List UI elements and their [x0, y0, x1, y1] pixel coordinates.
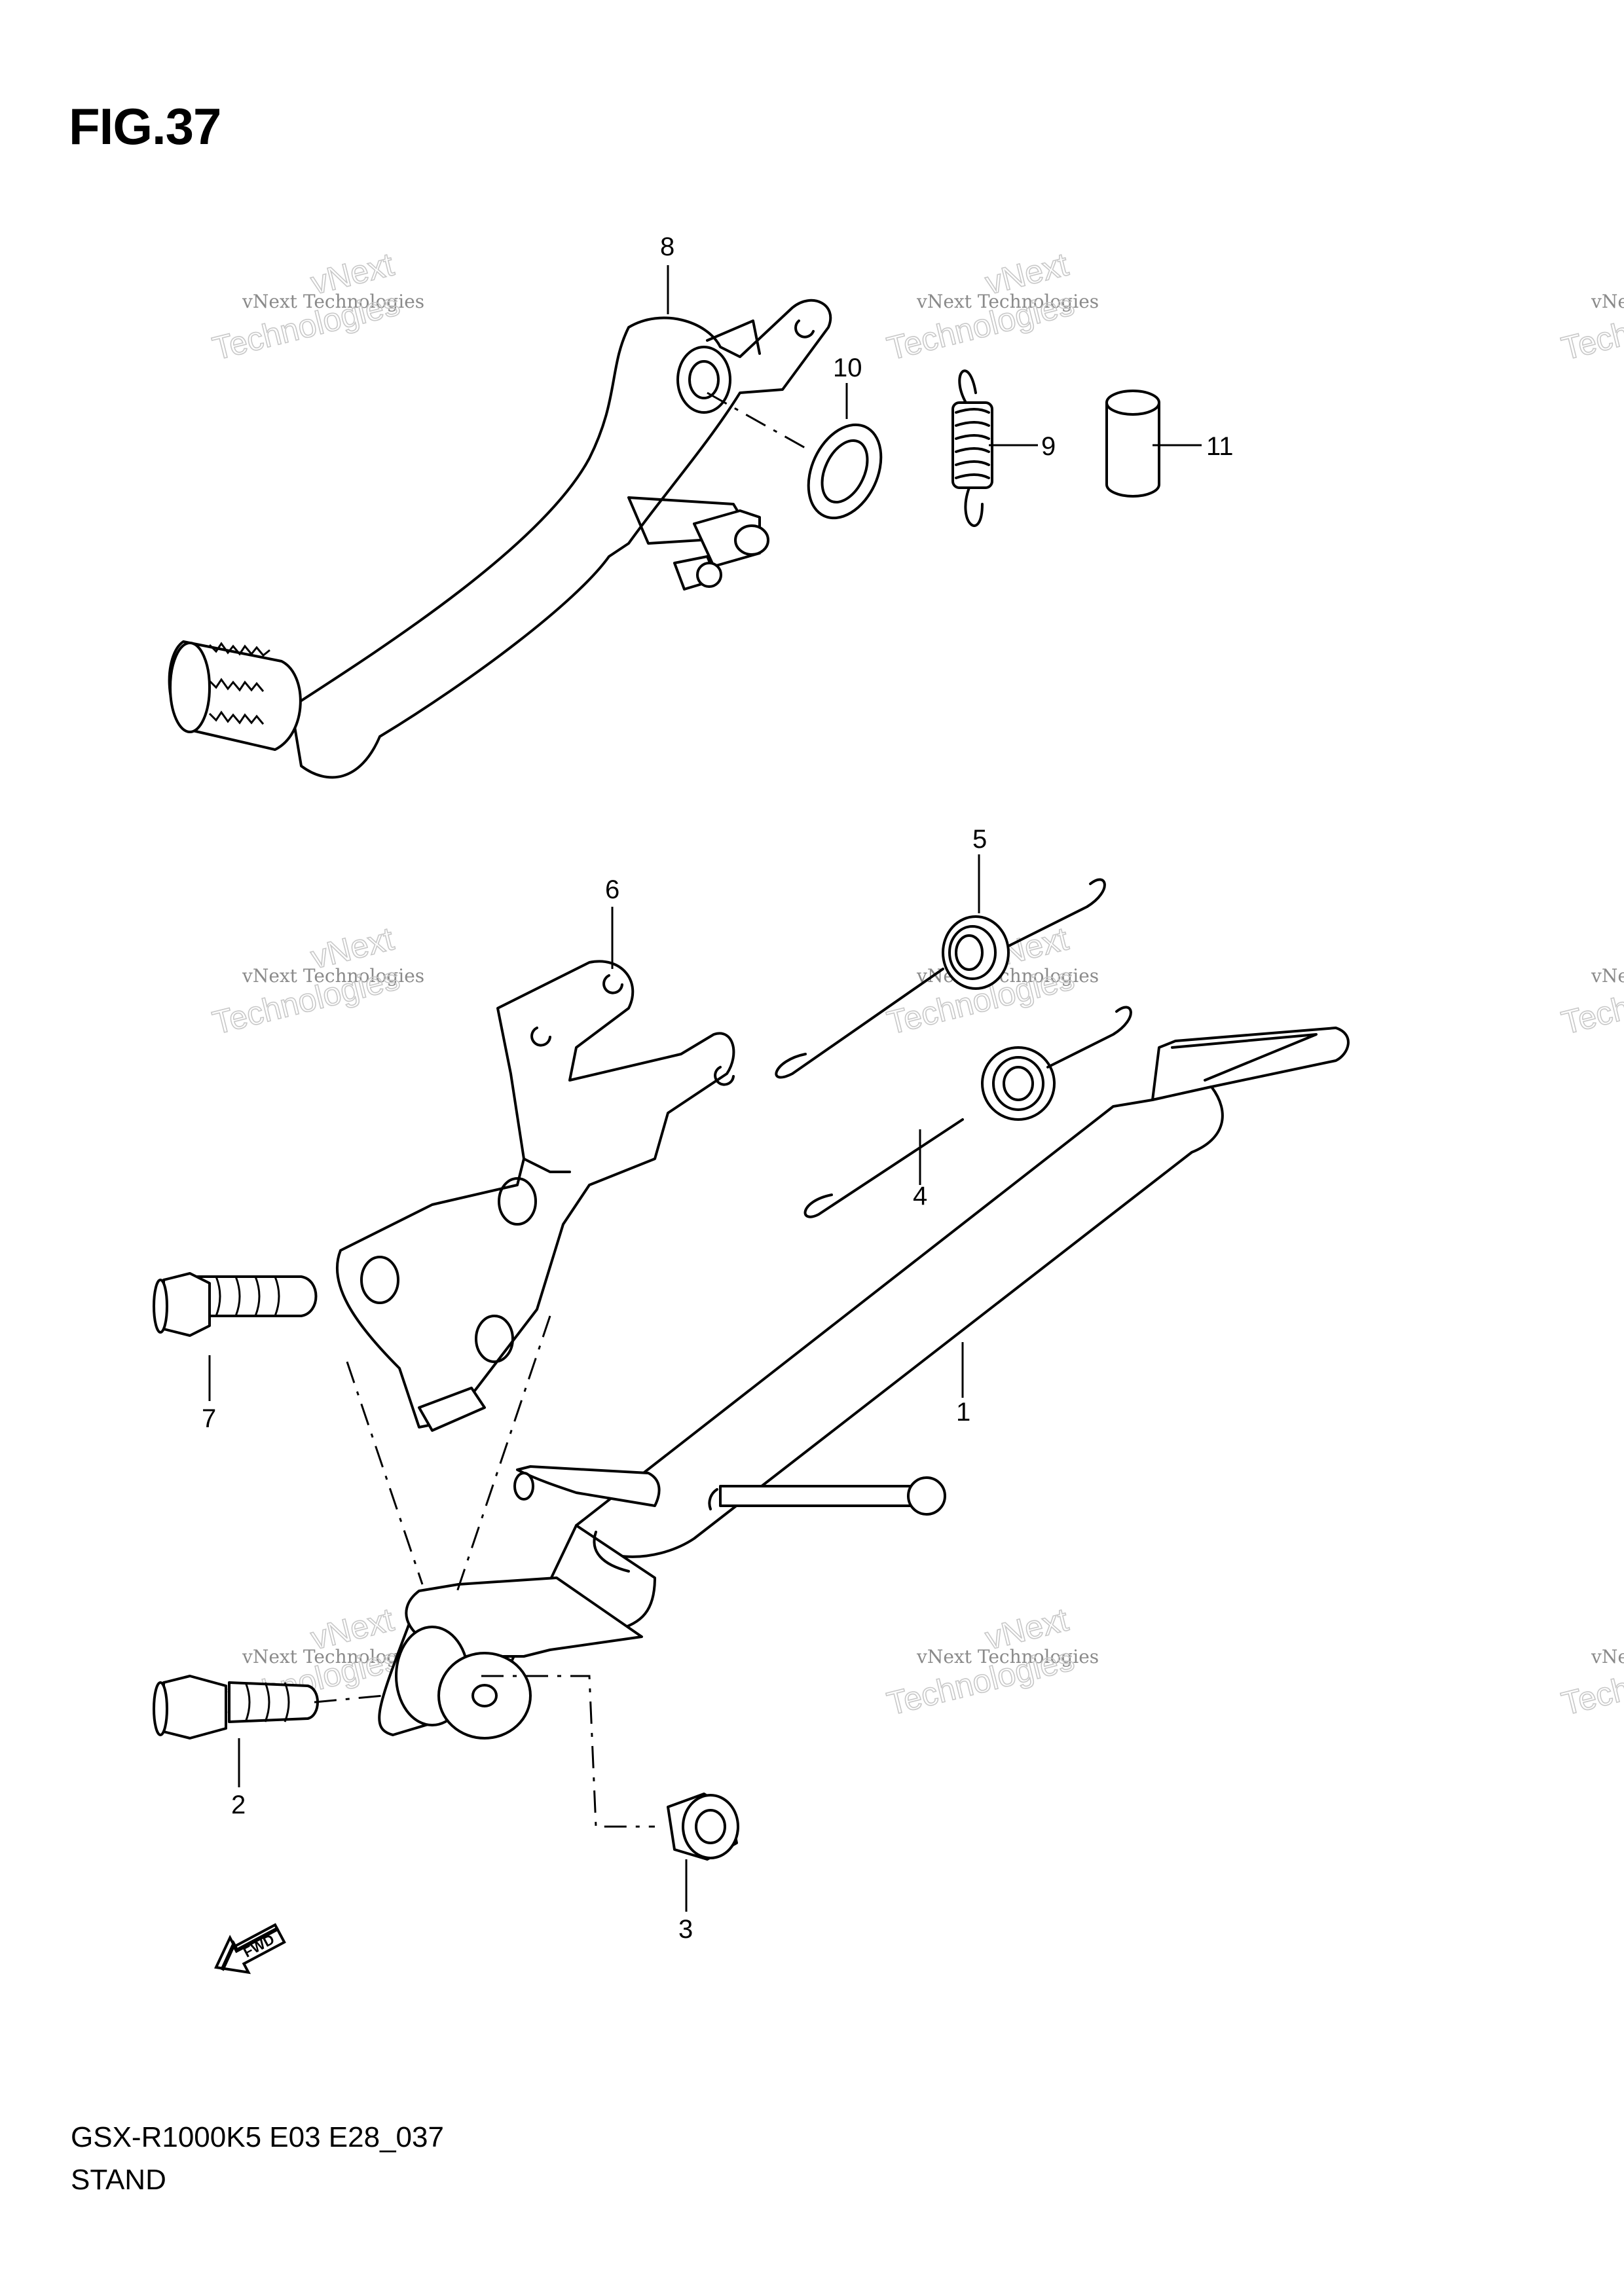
part-2-bolt[interactable]: [153, 1675, 384, 1740]
part-6-bracket[interactable]: [335, 960, 735, 1432]
callout-2: 2: [231, 1791, 246, 1819]
callout-9: 9: [1041, 432, 1056, 461]
watermark: vNext vNext Technologies Technologies: [883, 1601, 1099, 1723]
leader-lines: [208, 265, 1202, 1912]
callout-3: 3: [678, 1915, 693, 1944]
watermark: vNext Technologies Technologies: [1557, 959, 1624, 1042]
svg-text:vNext Technologies: vNext Technologies: [1591, 1646, 1624, 1667]
svg-text:vNext Technologies: vNext Technologies: [916, 1646, 1099, 1667]
part-3-nut[interactable]: [667, 1793, 739, 1861]
svg-text:vNext Technologies: vNext Technologies: [1591, 965, 1624, 987]
part-10-washer[interactable]: [794, 413, 895, 530]
watermark: vNext Technologies Technologies: [1557, 285, 1624, 368]
part-11-collar[interactable]: [1105, 390, 1160, 498]
callout-7: 7: [202, 1404, 216, 1433]
fwd-arrow-icon: FWD: [214, 1923, 286, 1975]
part-9-spring[interactable]: [951, 369, 993, 527]
part-1-stand[interactable]: [346, 1027, 1350, 1828]
callouts: 8 10 9 11 5 6 4 1 7 2 3: [202, 232, 1234, 1944]
svg-text:vNext Technologies: vNext Technologies: [242, 965, 424, 987]
svg-text:vNext Technologies: vNext Technologies: [916, 291, 1099, 312]
watermark: vNext vNext Technologies Technologies: [208, 920, 424, 1042]
figure-code: GSX-R1000K5 E03 E28_037: [71, 2121, 444, 2153]
callout-10: 10: [833, 354, 862, 382]
figure-name: STAND: [71, 2164, 166, 2196]
part-5-spring[interactable]: [775, 878, 1106, 1079]
part-7-bolt[interactable]: [153, 1272, 318, 1337]
callout-8: 8: [660, 232, 674, 261]
svg-text:vNext Technologies: vNext Technologies: [1591, 291, 1624, 312]
svg-text:vNext Technologies: vNext Technologies: [242, 291, 424, 312]
figure-title: FIG.37: [69, 98, 221, 155]
watermark: vNext vNext Technologies Technologies: [208, 246, 424, 368]
part-4-spring[interactable]: [803, 1006, 1132, 1218]
callout-11: 11: [1206, 432, 1234, 461]
watermark: vNext vNext Technologies Technologies: [883, 246, 1099, 368]
callout-1: 1: [956, 1398, 970, 1427]
part-8-pedal[interactable]: [168, 299, 832, 779]
callout-6: 6: [605, 875, 619, 904]
watermark: vNext Technologies Technologies: [1557, 1640, 1624, 1723]
callout-4: 4: [913, 1182, 927, 1211]
callout-5: 5: [972, 825, 987, 854]
